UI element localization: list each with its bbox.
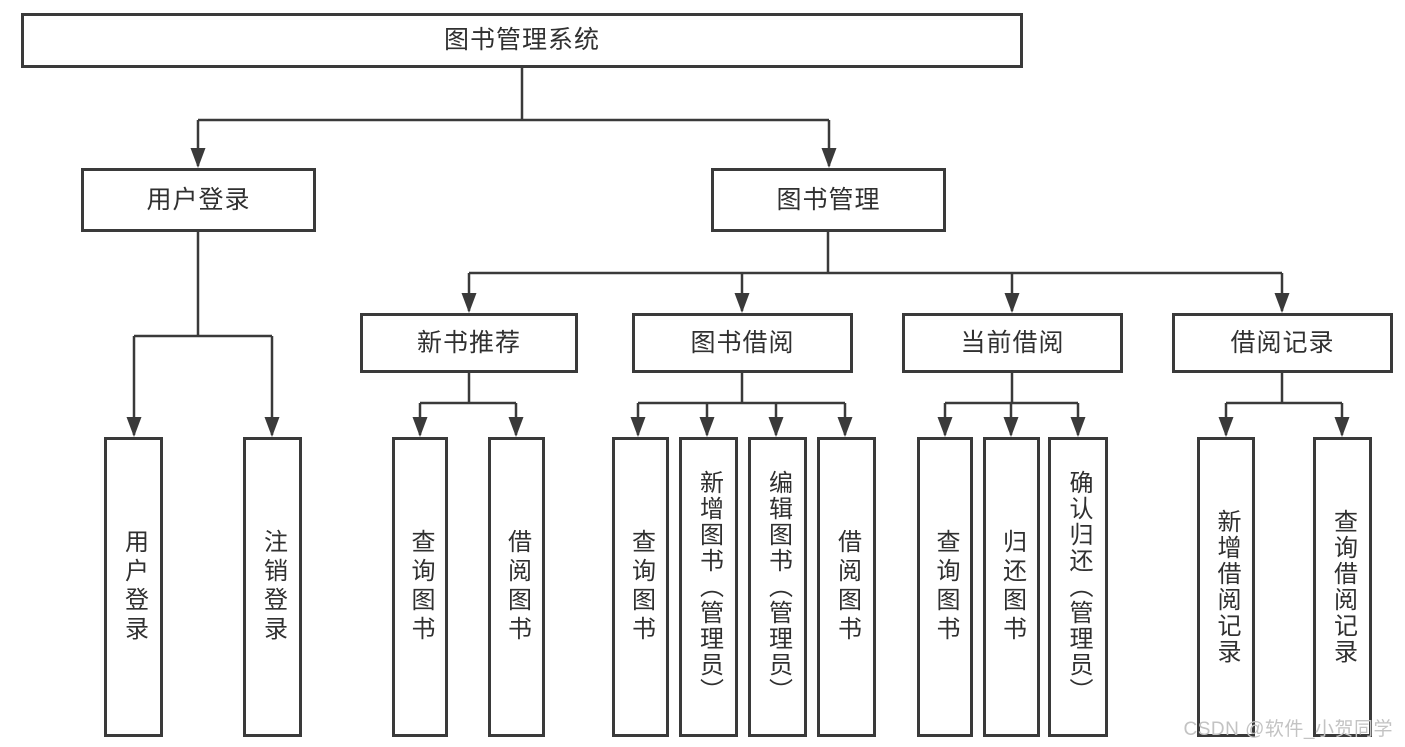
leaf-add-borrow-record: 新增借阅记录 <box>1197 437 1255 737</box>
leaf-query-books-1: 查询图书 <box>392 437 448 737</box>
node-book-borrow: 图书借阅 <box>632 313 853 373</box>
node-user-login: 用户登录 <box>81 168 316 232</box>
leaf-borrow-books-1: 借阅图书 <box>488 437 545 737</box>
csdn-watermark: CSDN @软件_小贺同学 <box>1183 719 1393 740</box>
leaf-query-borrow-record: 查询借阅记录 <box>1313 437 1372 737</box>
arrowheads <box>126 148 1350 437</box>
leaf-return-books: 归还图书 <box>983 437 1040 737</box>
leaf-edit-books-admin: 编辑图书（管理员） <box>748 437 807 737</box>
leaf-borrow-books-2: 借阅图书 <box>817 437 876 737</box>
node-borrow-records: 借阅记录 <box>1172 313 1393 373</box>
node-library-system: 图书管理系统 <box>21 13 1023 68</box>
node-book-management: 图书管理 <box>711 168 946 232</box>
leaf-query-books-3: 查询图书 <box>917 437 973 737</box>
leaf-query-books-2: 查询图书 <box>612 437 669 737</box>
leaf-logout: 注销登录 <box>243 437 302 737</box>
leaf-user-login: 用户登录 <box>104 437 163 737</box>
node-current-borrow: 当前借阅 <box>902 313 1123 373</box>
leaf-confirm-return-admin: 确认归还（管理员） <box>1048 437 1108 737</box>
node-new-book-recommend: 新书推荐 <box>360 313 578 373</box>
leaf-add-books-admin: 新增图书（管理员） <box>679 437 738 737</box>
